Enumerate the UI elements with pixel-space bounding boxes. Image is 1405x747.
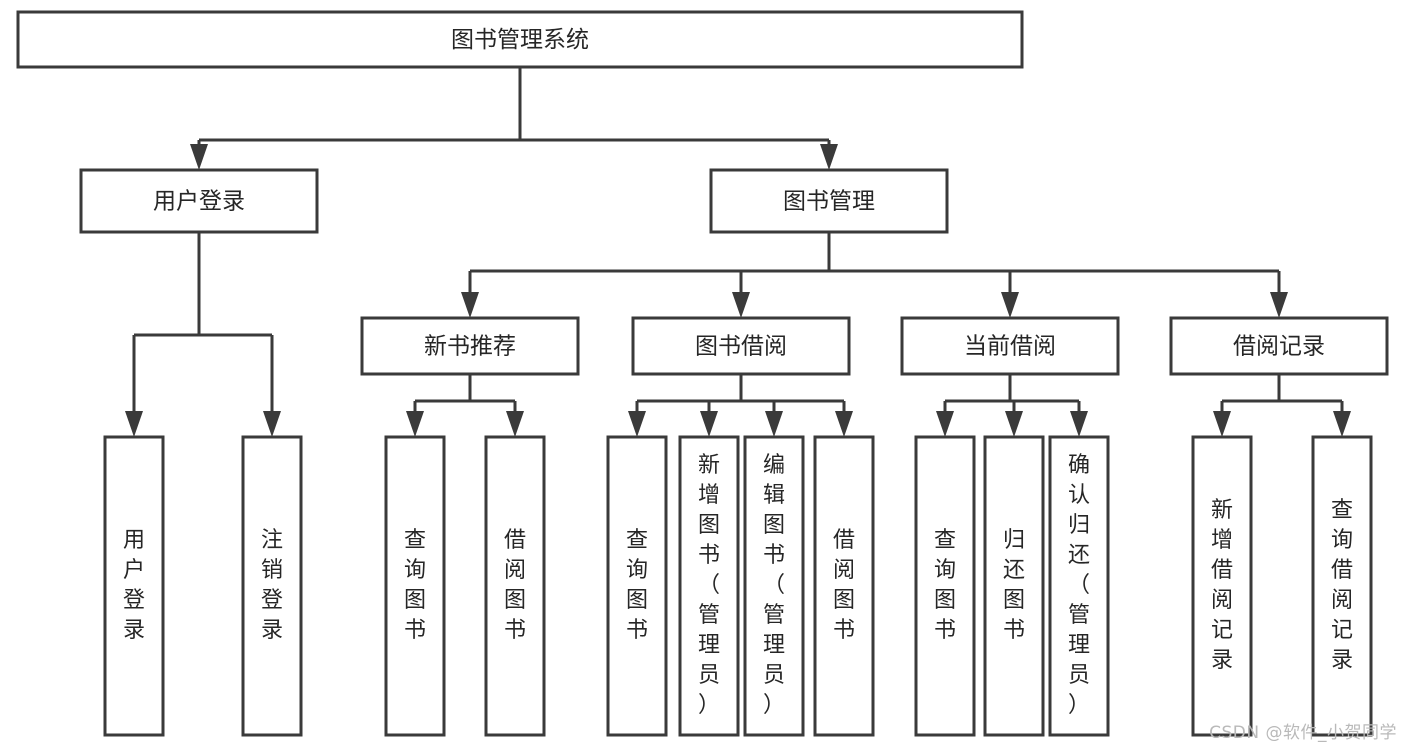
node-current-borrow[interactable]: 当前借阅 [900, 316, 1120, 376]
node-box [79, 168, 319, 234]
node-box [743, 435, 805, 737]
node-label: 新增图书（管理员） [698, 453, 720, 718]
node-box [1169, 316, 1389, 376]
nodes-layer: 图书管理系统用户登录图书管理新书推荐图书借阅当前借阅借阅记录用户登录注销登录查询… [16, 10, 1389, 737]
node-box [1311, 435, 1373, 737]
edges-layer [125, 67, 1351, 437]
node-box [813, 435, 875, 737]
node-label: 注销登录 [261, 528, 283, 643]
node-add-book-admin[interactable]: 新增图书（管理员） [678, 435, 740, 737]
node-label: 借阅图书 [504, 528, 526, 643]
node-root[interactable]: 图书管理系统 [16, 10, 1024, 69]
node-book-management[interactable]: 图书管理 [709, 168, 949, 234]
node-box [1191, 435, 1253, 737]
node-label: 查询图书 [626, 528, 648, 643]
node-borrow-book[interactable]: 借阅图书 [813, 435, 875, 737]
node-return-book[interactable]: 归还图书 [983, 435, 1045, 737]
node-box [678, 435, 740, 737]
node-new-book-recommend[interactable]: 新书推荐 [360, 316, 580, 376]
watermark-label: CSDN @软件_小贺同学 [1209, 723, 1397, 743]
node-label: 借阅图书 [833, 528, 855, 643]
node-edit-book-admin[interactable]: 编辑图书（管理员） [743, 435, 805, 737]
node-box [241, 435, 303, 737]
node-book-borrow[interactable]: 图书借阅 [631, 316, 851, 376]
node-query-book-borrow[interactable]: 查询图书 [606, 435, 668, 737]
node-label: 编辑图书（管理员） [763, 453, 785, 718]
node-label: 图书借阅 [695, 334, 787, 360]
node-query-borrow-record[interactable]: 查询借阅记录 [1311, 435, 1373, 737]
node-label: 当前借阅 [964, 334, 1056, 360]
node-box [1048, 435, 1110, 737]
node-borrow-record[interactable]: 借阅记录 [1169, 316, 1389, 376]
node-label: 查询图书 [404, 528, 426, 643]
node-borrow-book-recommend[interactable]: 借阅图书 [484, 435, 546, 737]
node-label: 图书管理系统 [451, 27, 589, 53]
node-box [16, 10, 1024, 69]
node-user-logout[interactable]: 注销登录 [241, 435, 303, 737]
node-label: 查询图书 [934, 528, 956, 643]
node-label: 新书推荐 [424, 334, 516, 360]
node-box [484, 435, 546, 737]
node-user-login-do[interactable]: 用户登录 [103, 435, 165, 737]
node-box [709, 168, 949, 234]
node-box [606, 435, 668, 737]
node-label: 确认归还（管理员） [1068, 453, 1090, 718]
node-confirm-return-admin[interactable]: 确认归还（管理员） [1048, 435, 1110, 737]
node-box [384, 435, 446, 737]
node-label: 归还图书 [1003, 528, 1025, 643]
node-box [631, 316, 851, 376]
node-label: 用户登录 [153, 189, 245, 215]
node-box [983, 435, 1045, 737]
node-add-borrow-record[interactable]: 新增借阅记录 [1191, 435, 1253, 737]
node-box [103, 435, 165, 737]
node-label: 新增借阅记录 [1211, 498, 1233, 673]
node-box [360, 316, 580, 376]
node-query-book-recommend[interactable]: 查询图书 [384, 435, 446, 737]
node-label: 图书管理 [783, 189, 875, 215]
node-label: 查询借阅记录 [1331, 498, 1353, 673]
node-box [914, 435, 976, 737]
node-label: 借阅记录 [1233, 334, 1325, 360]
node-user-login[interactable]: 用户登录 [79, 168, 319, 234]
node-label: 用户登录 [123, 528, 145, 643]
node-box [900, 316, 1120, 376]
node-query-book-current[interactable]: 查询图书 [914, 435, 976, 737]
